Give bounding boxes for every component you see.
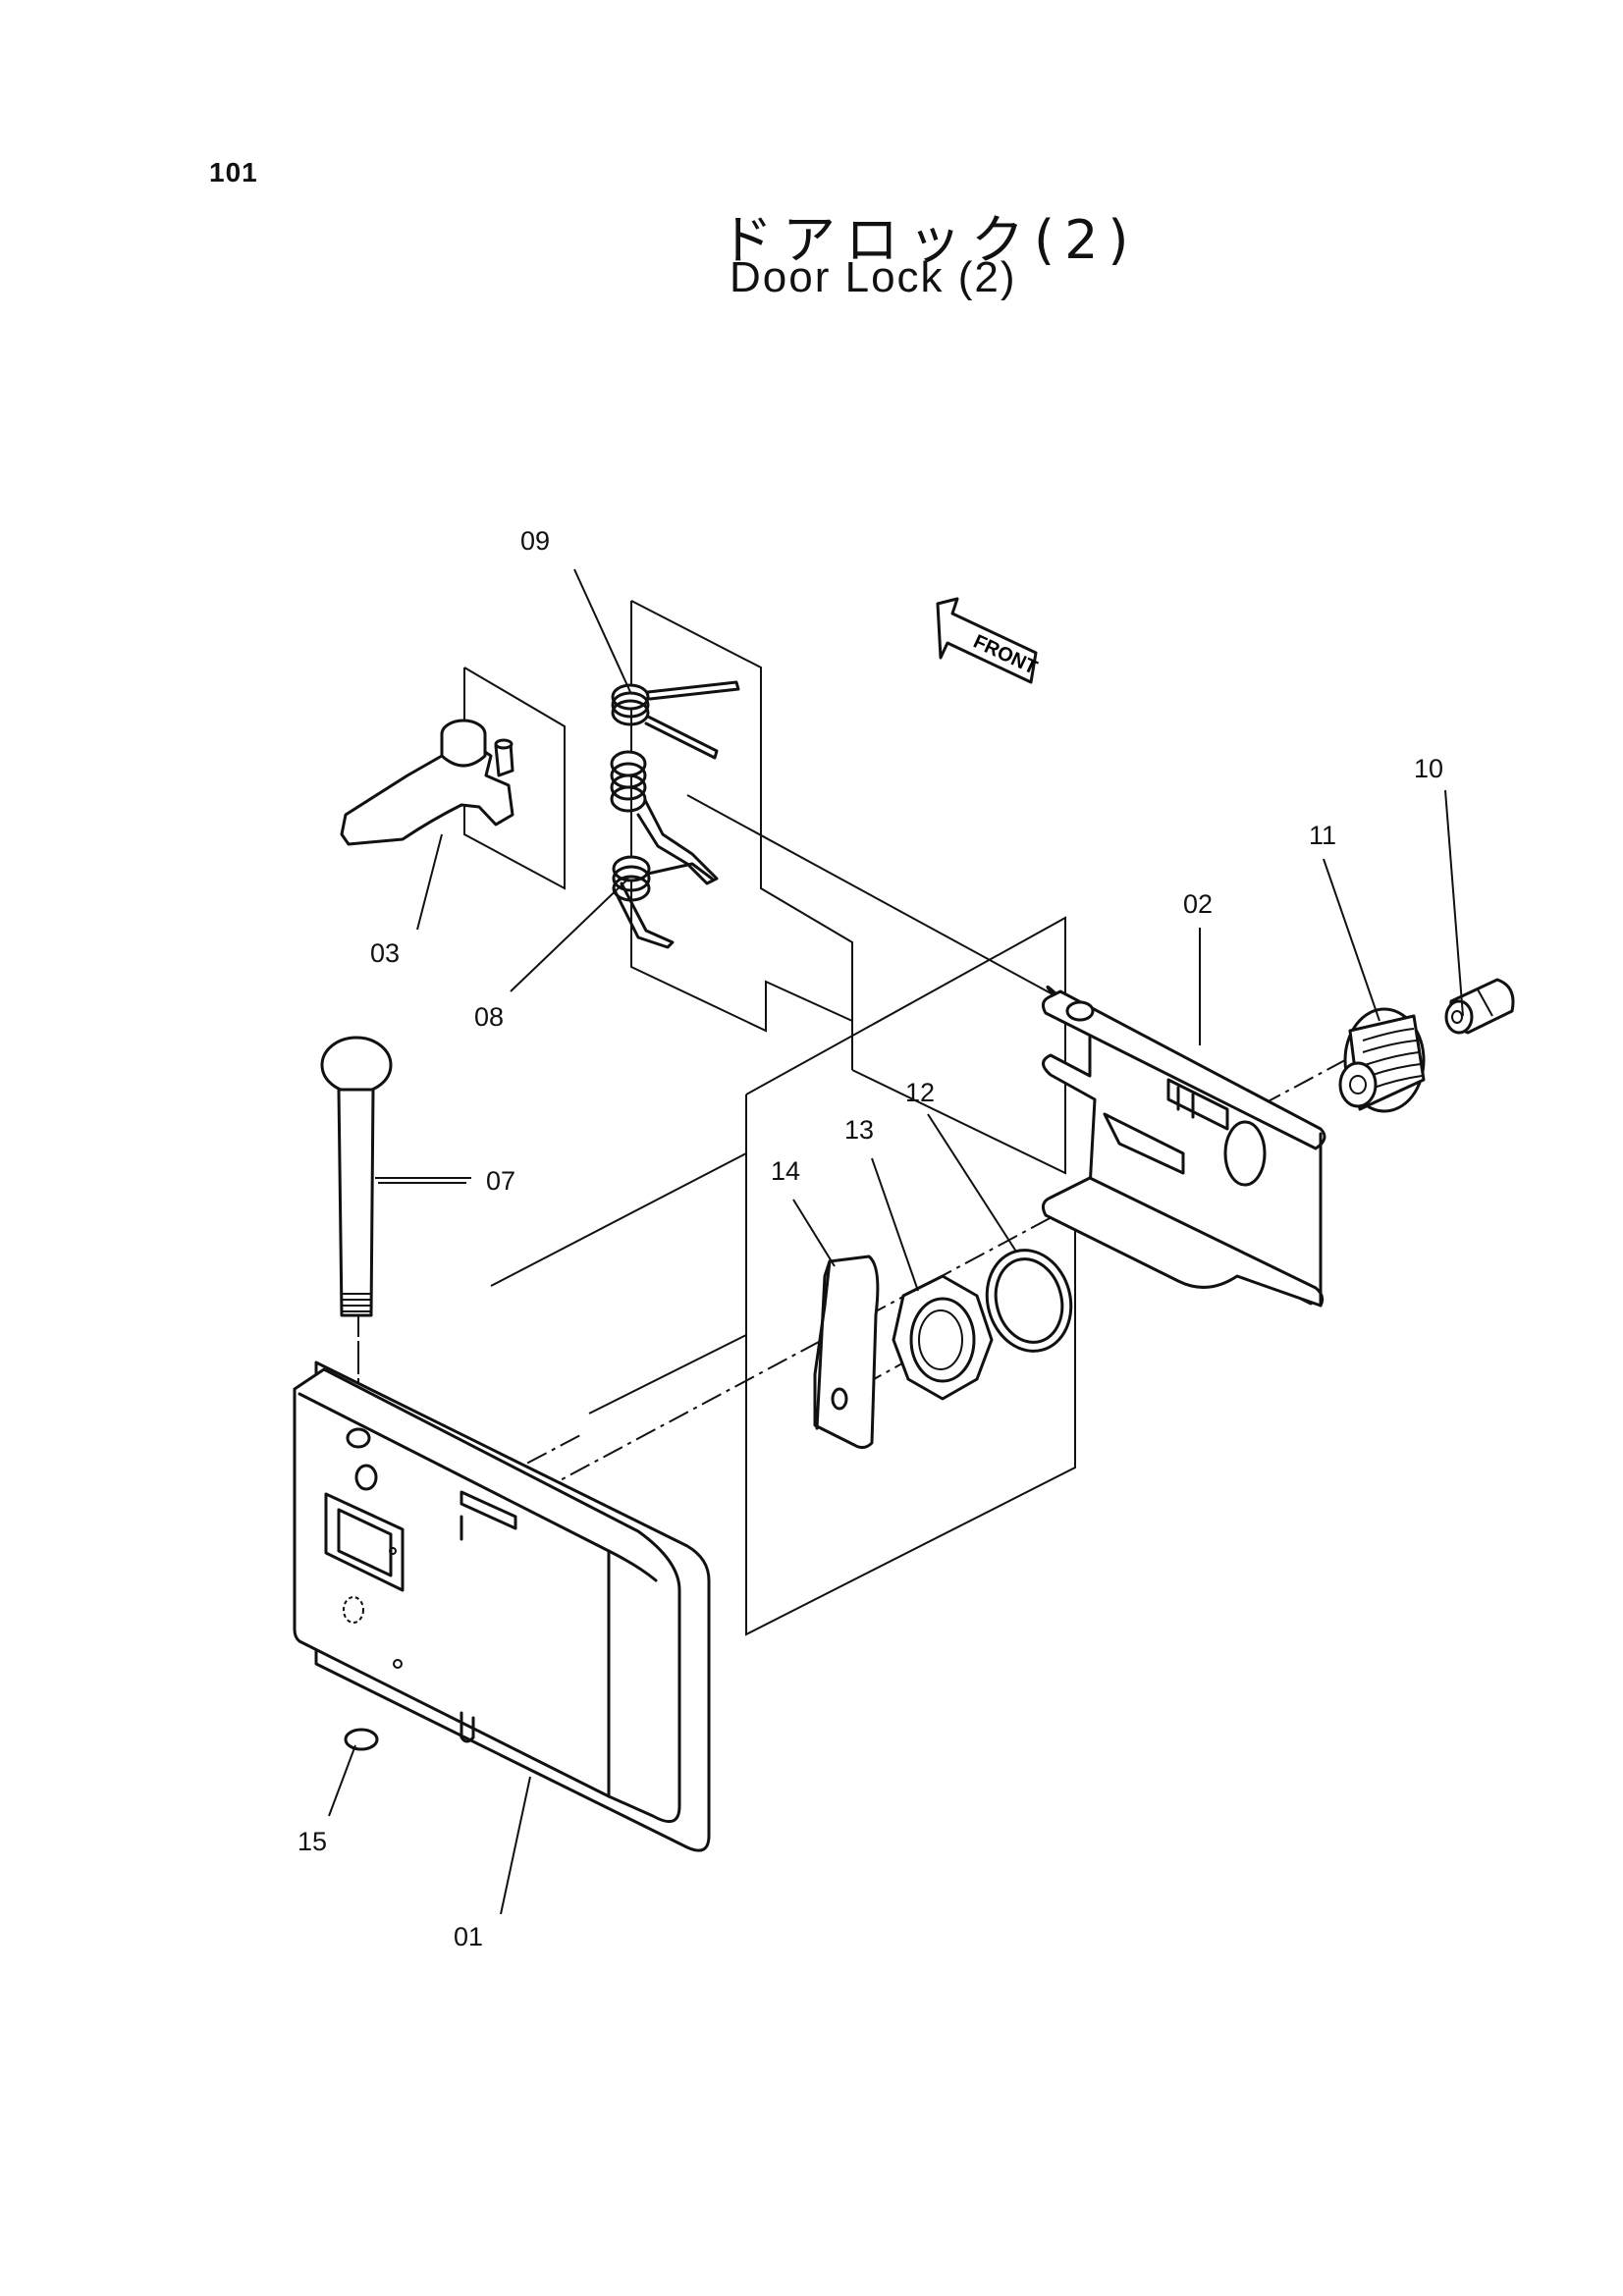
part-11-lock-cylinder <box>1338 1007 1426 1113</box>
callout-12: 12 <box>905 1078 935 1107</box>
part-08-spring <box>612 855 714 949</box>
assembly-frame-lines <box>463 600 1076 1636</box>
callout-labels: 09 03 08 07 02 10 11 12 13 14 15 01 <box>298 526 1443 1951</box>
page-number: 101 <box>209 157 258 187</box>
callout-14: 14 <box>771 1156 800 1186</box>
callout-leaders <box>328 568 1464 1915</box>
title-english: Door Lock (2) <box>730 253 1017 301</box>
part-12-o-ring <box>985 1249 1073 1353</box>
front-direction-arrow: FRONT <box>936 597 1041 684</box>
title-japanese: ドアロック(2) <box>720 209 1139 271</box>
part-09-spring <box>611 680 740 760</box>
part-13-nut <box>892 1274 994 1401</box>
part-15-snap-ring <box>344 1728 379 1751</box>
callout-10: 10 <box>1414 754 1443 783</box>
part-02-bracket <box>1041 986 1326 1308</box>
callout-07: 07 <box>486 1166 515 1196</box>
middle-spring <box>610 750 719 885</box>
part-10-key-plug <box>1444 978 1515 1035</box>
part-07-pin <box>320 1036 393 1317</box>
callout-13: 13 <box>844 1115 874 1145</box>
callout-11: 11 <box>1309 821 1336 850</box>
callout-03: 03 <box>370 938 400 968</box>
callout-02: 02 <box>1183 889 1213 919</box>
part-01-housing <box>293 1361 711 1852</box>
part-03-lever <box>340 719 514 846</box>
callout-08: 08 <box>474 1002 504 1032</box>
callout-09: 09 <box>520 526 550 556</box>
callout-01: 01 <box>454 1922 483 1951</box>
callout-15: 15 <box>298 1827 327 1856</box>
part-14-latch-plate <box>813 1255 880 1450</box>
